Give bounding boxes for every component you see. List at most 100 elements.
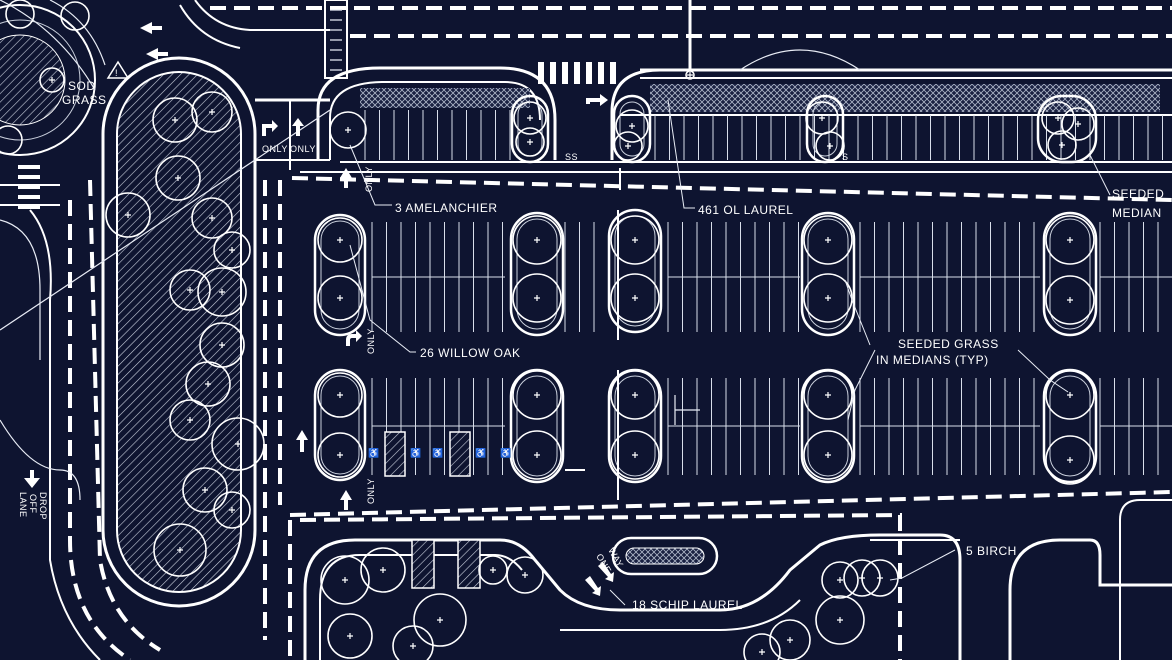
arrow-icon (24, 470, 40, 488)
tree-symbol (1045, 275, 1095, 325)
arrow-icon (146, 48, 168, 60)
tree-symbol (317, 275, 363, 321)
svg-text:♿: ♿ (410, 447, 422, 458)
label-drop-off-1: DROP (38, 492, 48, 520)
median-island (509, 211, 565, 337)
tree-symbol (105, 192, 151, 238)
label-only-1: ONLY (262, 144, 288, 154)
svg-text:!: ! (115, 68, 118, 78)
tree-symbol (191, 91, 233, 133)
tree-center-mark (534, 392, 540, 398)
parking-perimeter (278, 168, 1172, 660)
tree-center-mark (337, 237, 343, 243)
tree-center-mark (342, 577, 348, 583)
arrow-icon (586, 94, 608, 106)
tree-center-mark (629, 123, 635, 129)
tree-symbol (317, 217, 363, 263)
tree-center-mark (49, 77, 55, 83)
tree-center-mark (527, 115, 533, 121)
median-island (1042, 211, 1098, 337)
plan-labels: SOD GRASS 3 AMELANCHIER 461 OL LAUREL SE… (18, 79, 1164, 612)
svg-text:♿: ♿ (500, 447, 512, 458)
tree-symbol (329, 111, 367, 149)
tree-symbol (610, 430, 660, 480)
tree-center-mark (347, 633, 353, 639)
tree-center-mark (202, 487, 208, 493)
tree-symbol (1041, 101, 1075, 135)
tree-center-mark (209, 109, 215, 115)
top-left-plaza (0, 0, 106, 156)
median-island (607, 208, 663, 334)
tree-symbol (317, 432, 363, 478)
median-island (805, 94, 845, 164)
parking-stalls (371, 222, 1172, 475)
tree-center-mark (1067, 392, 1073, 398)
tree-symbol (506, 556, 544, 594)
tree-center-mark (1067, 237, 1073, 243)
tree-center-mark (410, 643, 416, 649)
median-island-inner (807, 218, 849, 330)
median-island-inner (516, 218, 558, 330)
tree-center-mark (837, 617, 843, 623)
tree-center-mark (345, 127, 351, 133)
tree-center-mark (175, 175, 181, 181)
tree-symbol (327, 613, 373, 659)
tree-symbol (803, 370, 853, 420)
arrow-icon (340, 490, 352, 510)
label-sod-grass-2: GRASS (62, 93, 107, 107)
tree-center-mark (1055, 115, 1061, 121)
arrow-icon (346, 330, 362, 346)
tree-symbol (360, 547, 406, 593)
median-island-inner (320, 220, 360, 330)
tree-symbol (512, 273, 562, 323)
tree-center-mark (632, 237, 638, 243)
label-seeded-median-1: SEEDED (1112, 187, 1164, 201)
tree-center-mark (825, 452, 831, 458)
tree-symbol (769, 619, 811, 660)
tree-symbol (1061, 107, 1095, 141)
tree-symbol (685, 70, 695, 80)
curb-mark (674, 395, 700, 425)
median-island (800, 211, 856, 337)
tree-symbol (155, 155, 201, 201)
tree-center-mark (827, 143, 833, 149)
tree-center-mark (235, 441, 241, 447)
tree-center-mark (437, 617, 443, 623)
median-island-inner (516, 375, 558, 477)
tree-center-mark (687, 72, 693, 78)
tree-symbol (803, 215, 853, 265)
tree-symbol (615, 109, 649, 143)
label-only-3: ONLY (364, 166, 374, 192)
tree-symbol (191, 197, 233, 239)
traffic-arrows (24, 22, 614, 596)
label-seeded-grass-2: IN MEDIANS (TYP) (876, 353, 989, 367)
tree-center-mark (825, 295, 831, 301)
tree-symbol (392, 625, 434, 660)
median-island (313, 368, 367, 482)
median-island (313, 213, 367, 337)
crosswalk-top (538, 62, 616, 84)
tree-center-mark (787, 637, 793, 643)
label-willow-oak: 26 WILLOW OAK (420, 346, 521, 360)
label-ss-2: S (842, 152, 849, 162)
tree-center-mark (209, 215, 215, 221)
median-island-inner (320, 375, 360, 475)
warning-icon: ! (106, 60, 130, 79)
label-drop-off-3: LANE (18, 492, 28, 518)
tree-symbol (513, 101, 547, 135)
tree-center-mark (625, 143, 631, 149)
tree-center-mark (1067, 457, 1073, 463)
svg-text:♿: ♿ (368, 447, 380, 458)
tree-center-mark (219, 342, 225, 348)
label-drop-off-2: OFF (28, 494, 38, 514)
tree-symbol (613, 131, 643, 161)
tree-symbol (197, 267, 247, 317)
trees (39, 67, 1095, 660)
label-ol-laurel: 461 OL LAUREL (698, 203, 793, 217)
label-seeded-grass-1: SEEDED GRASS (898, 337, 999, 351)
tree-center-mark (522, 572, 528, 578)
median-island-inner (1049, 375, 1091, 477)
left-road (0, 98, 331, 660)
tree-symbol (169, 269, 211, 311)
arrow-icon (140, 22, 162, 34)
